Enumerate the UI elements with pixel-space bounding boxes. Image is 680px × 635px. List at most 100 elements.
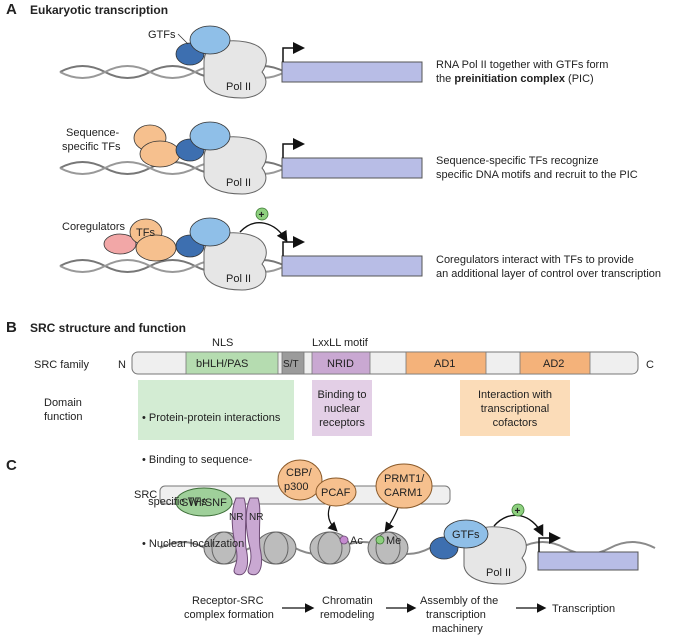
panel-a-row-1: Pol II GTFs [59, 25, 423, 99]
ac-label: Ac [350, 535, 363, 547]
coregulator [103, 233, 137, 255]
pol-ii-label: Pol II [226, 177, 251, 189]
nls-label: NLS [212, 337, 233, 349]
description-line: Coregulators interact with TFs to provid… [436, 254, 634, 266]
gtf-light [189, 217, 231, 247]
function-line: Interaction with [478, 389, 552, 401]
function-item: • Binding to sequence- [142, 454, 253, 466]
function-line: nuclear [323, 403, 361, 415]
description-line: an additional layer of control over tran… [436, 268, 662, 280]
src-label: SRC [134, 489, 157, 501]
plus-icon [255, 207, 269, 221]
me-label: Me [386, 535, 401, 547]
domain-label: AD1 [434, 358, 455, 370]
step-2-line-2: remodeling [320, 609, 374, 621]
pol-ii-label: Pol II [486, 567, 511, 579]
function-line: transcriptional [480, 403, 550, 415]
src-family-label: SRC family [34, 359, 90, 371]
plus-sign: + [259, 210, 265, 221]
seq-tf-label-1: Sequence- [66, 127, 120, 139]
tf-orange [139, 140, 181, 168]
plus-sign: + [515, 506, 521, 517]
step-3-line-1: Assembly of the [420, 595, 498, 607]
tfs-label: TFs [136, 227, 155, 239]
domain-st [281, 351, 305, 375]
function-item: • Nuclear localization [142, 538, 245, 550]
c-terminus: C [646, 359, 654, 371]
coregulators-label: Coregulators [62, 221, 125, 233]
purple-function-box [312, 380, 372, 436]
domain-label: AD2 [543, 358, 564, 370]
tss-arrow [282, 138, 305, 158]
gene-box [537, 551, 639, 571]
n-terminus: N [118, 359, 126, 371]
description-line: the preinitiation complex (PIC) [436, 72, 680, 86]
function-item: specific TFs [142, 496, 207, 508]
gene-box [281, 61, 423, 83]
step-1-line-1: Receptor-SRC [192, 595, 264, 607]
cbp-label-1: CBP/ [286, 467, 313, 479]
description-line: Sequence-specific TFs recognize [436, 155, 599, 167]
swi-snf-label: SWI/SNF [181, 497, 227, 509]
panel-b-title: SRC structure and function [30, 321, 186, 335]
acetylation-arrow [327, 505, 338, 532]
gtfs-label: GTFs [452, 529, 480, 541]
acetyl-mark-icon [339, 535, 349, 545]
pcaf-label: PCAF [321, 487, 351, 499]
gtf-light [443, 519, 489, 549]
gene-box [281, 255, 423, 277]
description-line: RNA Pol II together with GTFs form [436, 59, 609, 71]
nr-label: NR [249, 512, 263, 523]
gtf-light [189, 25, 231, 55]
prmt-label-2: CARM1 [384, 487, 423, 499]
seq-tf-label-2: specific TFs [62, 141, 121, 153]
plus-icon [511, 503, 525, 517]
orange-function-box [460, 380, 570, 436]
activation-arrow [239, 222, 288, 243]
prmt-label-1: PRMT1/ [384, 473, 425, 485]
domain-function-label-1: Domain [44, 397, 82, 409]
description-fragment: the [436, 73, 455, 85]
domain-label: NRID [327, 358, 354, 370]
domain-function-label-2: function [44, 411, 83, 423]
domain-label: S/T [283, 359, 299, 370]
function-item: • Protein-protein interactions [142, 412, 281, 424]
domain-label: bHLH/PAS [196, 358, 248, 370]
gtf-light [189, 121, 231, 151]
description-seq-tfs: Sequence-specific TFs recognize specific… [436, 154, 680, 182]
description-coregulators: Coregulators interact with TFs to provid… [436, 253, 680, 281]
tss-arrow [282, 42, 305, 62]
function-line: Binding to [317, 389, 367, 401]
panel-a-title: Eukaryotic transcription [30, 3, 168, 17]
tss-arrow [538, 532, 561, 552]
cbp-label-2: p300 [284, 481, 308, 493]
step-3-line-3: machinery [432, 623, 483, 635]
domain-ad1 [405, 351, 487, 375]
swi-snf-complex [175, 487, 233, 517]
nuclear-receptor [245, 497, 263, 576]
panel-c-letter: C [6, 457, 17, 474]
step-1-line-2: complex formation [184, 609, 274, 621]
domain-ad2 [519, 351, 591, 375]
pol-ii-label: Pol II [226, 81, 251, 93]
function-line: receptors [319, 417, 365, 429]
description-fragment: (PIC) [565, 73, 594, 85]
panel-a-row-3: Pol II TFs Coregulators + [59, 207, 423, 291]
domain-bhlh-pas [185, 351, 279, 375]
gtfs-label: GTFs [148, 29, 176, 41]
function-line: cofactors [492, 417, 538, 429]
methyl-mark-icon [375, 535, 385, 545]
orange-function-text: Interaction with transcriptional cofacto… [460, 388, 570, 430]
methylation-arrow [384, 507, 399, 532]
panel-a-letter: A [6, 1, 17, 18]
nr-label: NR [229, 512, 243, 523]
green-function-box [138, 380, 294, 440]
prmt1-carm1 [375, 463, 433, 509]
description-line: specific DNA motifs and recruit to the P… [436, 169, 638, 181]
panel-b-letter: B [6, 319, 17, 336]
gtfs-pointer [177, 33, 189, 45]
domain-nrid [311, 351, 371, 375]
pcaf [315, 477, 357, 507]
step-2-line-1: Chromatin [322, 595, 373, 607]
